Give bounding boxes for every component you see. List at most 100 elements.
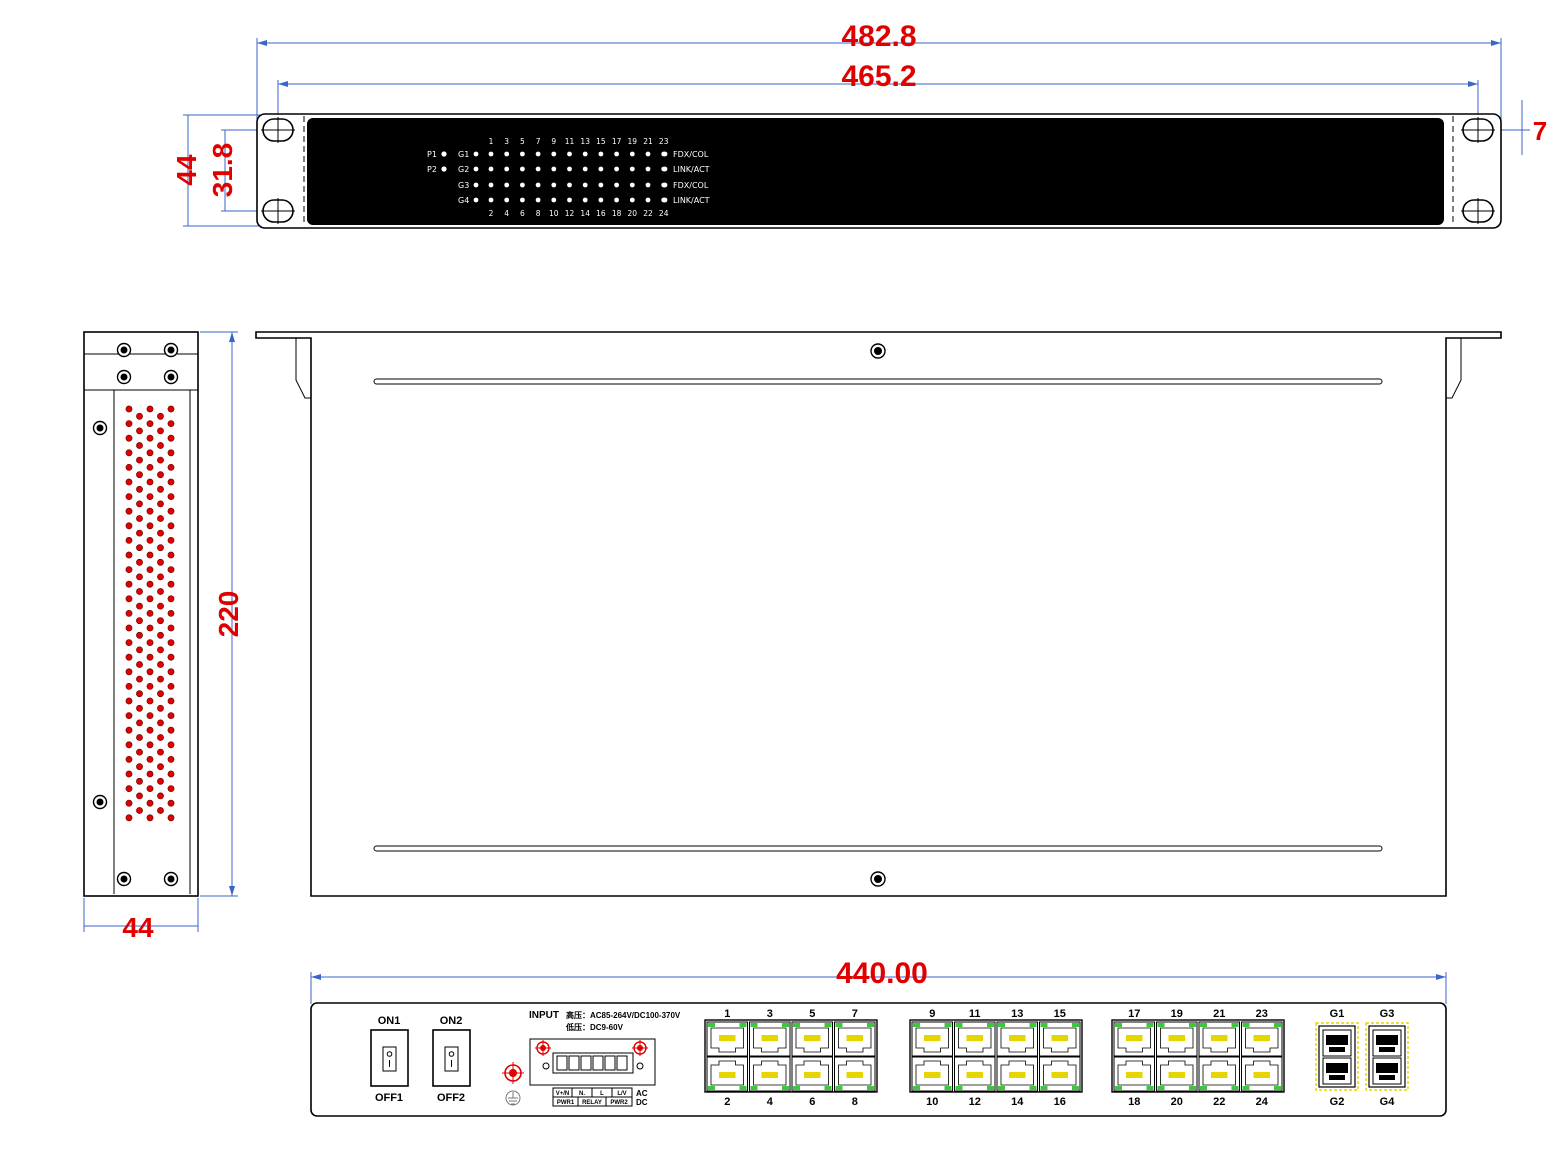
led-indicator (662, 197, 668, 203)
vent-hole (167, 683, 175, 690)
vent-hole (167, 624, 175, 632)
vent-hole (157, 442, 164, 449)
rj45-port[interactable] (706, 1056, 748, 1092)
rj45-port[interactable] (1113, 1056, 1155, 1092)
power-switch-2[interactable] (432, 1029, 471, 1087)
vent-hole (146, 434, 154, 442)
screw-icon (92, 420, 108, 436)
rj45-port[interactable] (1241, 1021, 1283, 1057)
ac-label: AC (636, 1089, 648, 1098)
led-indicator (488, 151, 494, 157)
rear-port-number: 9 (929, 1008, 935, 1020)
led-indicator (567, 182, 572, 188)
vent-hole (136, 719, 143, 727)
led-indicator (473, 166, 479, 172)
ground-screw-icon (502, 1062, 524, 1084)
rj45-port[interactable] (791, 1056, 833, 1092)
led-indicator (535, 166, 541, 172)
vent-hole (136, 748, 143, 756)
rj45-port[interactable] (834, 1056, 876, 1092)
rj45-port[interactable] (1039, 1056, 1081, 1092)
screw-icon (116, 342, 132, 358)
led-indicator (535, 182, 541, 188)
vent-hole (167, 493, 175, 500)
rj45-port[interactable] (749, 1021, 791, 1057)
vent-hole (125, 668, 133, 676)
rear-port-number: 15 (1054, 1008, 1066, 1020)
led-indicator (629, 166, 635, 172)
rj45-port[interactable] (911, 1056, 953, 1092)
led-indicator (614, 166, 619, 172)
led-indicator (614, 197, 619, 203)
sfp-label: G4 (1380, 1096, 1396, 1108)
led-indicator (645, 182, 651, 188)
rj45-port[interactable] (1198, 1056, 1240, 1092)
front-port-number: 6 (520, 209, 525, 218)
rj45-port[interactable] (1039, 1021, 1081, 1057)
vent-hole (146, 478, 154, 486)
rear-port-number: 8 (852, 1096, 858, 1108)
rj45-port[interactable] (706, 1021, 748, 1057)
rj45-port[interactable] (1156, 1056, 1198, 1092)
vent-hole (125, 741, 133, 749)
screw-icon (535, 1040, 551, 1056)
rear-port-number: 7 (852, 1008, 858, 1020)
vent-hole (125, 420, 133, 427)
front-led-grid (473, 151, 668, 203)
inner-width-dimension: 465.2 (841, 60, 916, 93)
rj45-port[interactable] (1156, 1021, 1198, 1057)
vent-hole (125, 683, 133, 690)
rj45-port[interactable] (911, 1021, 953, 1057)
led-indicator (488, 166, 494, 172)
input-label: INPUT (529, 1010, 559, 1021)
vent-hole (146, 741, 154, 749)
screw-icon (116, 871, 132, 887)
rj45-port[interactable] (1241, 1056, 1283, 1092)
led-indicator (488, 197, 494, 203)
front-port-number: 19 (628, 137, 638, 146)
rj45-port[interactable] (996, 1021, 1038, 1057)
sfp-port[interactable] (1322, 1057, 1352, 1085)
depth-dimension: 220 (213, 591, 244, 638)
vent-hole (136, 792, 143, 800)
led-indicator (598, 166, 604, 172)
screw-icon (92, 794, 108, 810)
vent-hole (167, 756, 175, 763)
vent-hole (157, 719, 164, 727)
terminal-pwr2: PWR2 (610, 1100, 628, 1106)
rj45-port[interactable] (1113, 1021, 1155, 1057)
led-indicator (582, 182, 588, 188)
led-indicator (504, 197, 510, 203)
rj45-port[interactable] (954, 1056, 996, 1092)
front-port-number: 20 (628, 209, 638, 218)
sfp-port[interactable] (1322, 1029, 1352, 1057)
vent-hole (136, 427, 143, 435)
led-indicator (473, 182, 479, 188)
vent-hole (136, 617, 143, 625)
vent-hole (157, 631, 164, 639)
vent-hole (136, 631, 143, 639)
vent-hole (146, 405, 154, 413)
rear-port-number: 24 (1256, 1096, 1269, 1108)
rj45-port[interactable] (749, 1056, 791, 1092)
rj45-port[interactable] (996, 1056, 1038, 1092)
rear-view: 440.00 ON1 OFF1 ON2 OFF2 INPUT 高压：AC85-2… (310, 957, 1447, 1117)
rear-port-number: 5 (809, 1008, 815, 1020)
rj45-port[interactable] (1198, 1021, 1240, 1057)
rj45-port[interactable] (954, 1021, 996, 1057)
switch2-on-label: ON2 (440, 1015, 463, 1027)
sfp-port[interactable] (1372, 1029, 1402, 1057)
led-indicator (645, 197, 651, 203)
vent-hole (136, 500, 143, 508)
vent-hole (146, 537, 154, 544)
led-indicator (645, 151, 651, 157)
power-switch-1[interactable] (370, 1029, 409, 1087)
rj45-port[interactable] (791, 1021, 833, 1057)
vent-hole (125, 814, 133, 822)
front-port-number: 11 (565, 137, 575, 146)
sfp-port[interactable] (1372, 1057, 1402, 1085)
vent-hole (136, 588, 143, 595)
vent-hole (157, 529, 164, 537)
rj45-port[interactable] (834, 1021, 876, 1057)
